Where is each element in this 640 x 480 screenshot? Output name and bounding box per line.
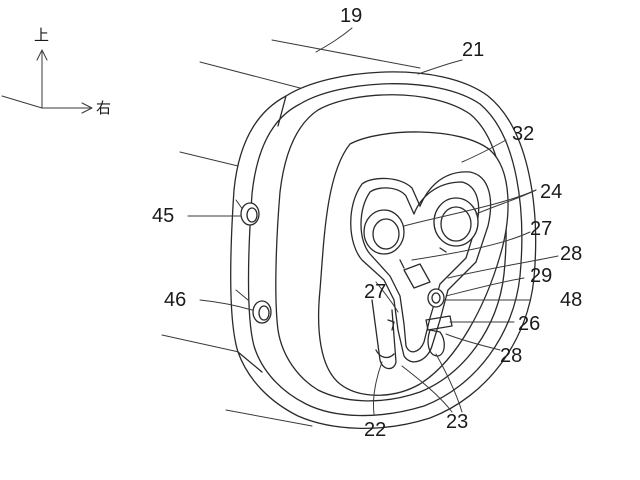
label-27-right: 27 (530, 218, 552, 240)
mounting-hole-45-inner (246, 207, 258, 223)
seal-28 (399, 247, 447, 269)
right-label: 右 (96, 99, 111, 117)
leader-27-left (375, 281, 399, 313)
rib-29 (403, 263, 431, 289)
label-46: 46 (164, 289, 186, 311)
terminal-left (363, 209, 405, 255)
label-26: 26 (518, 313, 540, 335)
label-22: 22 (364, 419, 386, 441)
pocket-lower-left (371, 299, 397, 370)
small-features (399, 247, 453, 331)
side-extension-line-2 (161, 334, 249, 355)
leader-46 (199, 299, 253, 311)
label-21: 21 (462, 39, 484, 61)
mounting-holes (240, 202, 272, 324)
leader-29 (445, 277, 525, 297)
body-extension-lines (161, 39, 421, 427)
indicator-48-inner (431, 292, 441, 304)
terminals (363, 197, 479, 255)
leader-28-upper (447, 255, 559, 279)
label-32: 32 (512, 123, 534, 145)
up-label: 上 (34, 26, 49, 44)
reference-numerals: 19 21 32 24 27 28 29 48 26 28 27 45 46 2… (152, 5, 582, 441)
label-24: 24 (540, 181, 562, 203)
leader-21 (417, 59, 463, 75)
label-19: 19 (340, 5, 362, 27)
bottom-extension-line (225, 409, 313, 427)
terminal-right (433, 197, 479, 247)
label-45: 45 (152, 205, 174, 227)
label-28-lower: 28 (500, 345, 522, 367)
terminal-left-inner (372, 218, 400, 250)
leader-32 (461, 139, 507, 163)
up-arrowhead (36, 49, 48, 61)
latch-detail (387, 319, 395, 331)
leader-27-right (411, 231, 531, 261)
label-23: 23 (446, 411, 468, 433)
upper-extension-line (199, 61, 301, 89)
leader-lines (187, 27, 559, 415)
pocket-22-detail (375, 349, 395, 359)
leader-24-left (403, 189, 537, 227)
label-48: 48 (560, 289, 582, 311)
leader-23-left (401, 365, 453, 413)
cover-side-ridge (237, 95, 287, 373)
part-26 (425, 315, 453, 331)
indicator-48 (427, 288, 445, 308)
pocket-lower-right (427, 329, 445, 357)
leader-23-right (435, 353, 463, 413)
leader-22 (373, 361, 383, 415)
leader-19 (315, 27, 353, 53)
right-arrowhead (81, 102, 93, 114)
label-28-upper: 28 (560, 243, 582, 265)
mounting-hole-46-inner (258, 305, 270, 321)
terminal-right-inner (440, 206, 472, 242)
label-29: 29 (530, 265, 552, 287)
direction-indicator: 上 右 (1, 26, 111, 117)
label-27-left: 27 (364, 281, 386, 303)
cover-inner-edge (247, 83, 523, 417)
flange-rim (275, 94, 507, 402)
leader-28-lower (445, 333, 501, 351)
side-extension-line-1 (179, 151, 239, 167)
depth-axis (1, 95, 43, 109)
top-extension-line (271, 39, 421, 69)
